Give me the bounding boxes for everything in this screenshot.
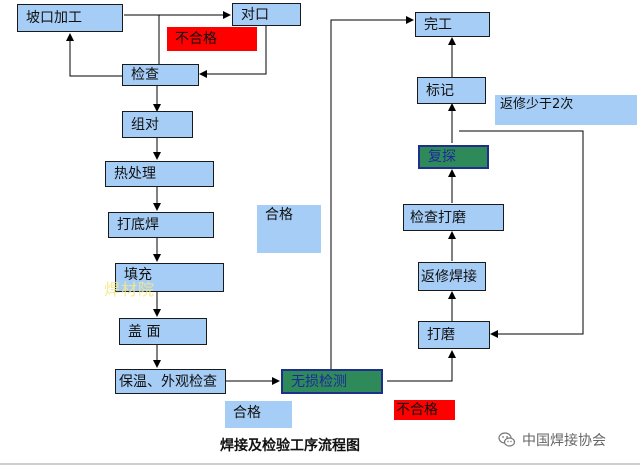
footer-text: 中国焊接协会 [522,433,606,449]
label-fail-bottom: 不合格 [394,400,455,420]
node-done: 完工 [415,12,490,37]
node-assemble: 组对 [122,111,193,138]
label-fail-top: 不合格 [167,27,257,51]
label-repair-limit: 返修少于2次 [495,95,637,125]
wechat-icon [498,432,516,447]
node-fill: 填充 [115,263,224,292]
node-ndt: 无损检测 [281,369,383,394]
node-check-grind: 检查打磨 [403,204,504,231]
node-insulate: 保温、外观检查 [115,369,226,394]
bottom-divider [0,463,640,465]
node-cap: 盖 面 [119,318,207,345]
diagram-title: 焊接及检验工序流程图 [220,438,360,454]
watermark-text: 焊材院 [104,280,156,299]
label-pass-mid: 合格 [257,205,321,253]
node-inspect: 检查 [122,64,199,86]
node-repair: 返修焊接 [418,262,486,291]
footer-brand: 中国焊接协会 [498,430,606,450]
node-groove: 坡口加工 [17,4,123,32]
node-recheck: 复探 [418,145,489,169]
node-heat: 热处理 [105,161,214,187]
edge-inspect-to-groove [66,33,122,77]
node-fitup: 对口 [232,3,301,26]
node-mark: 标记 [417,77,486,104]
label-pass-bottom: 合格 [225,401,292,428]
node-grind: 打磨 [418,321,490,349]
node-root: 打底焊 [108,212,214,238]
edge-ndt-to-grind [387,350,456,382]
edge-ndt-to-done [330,16,414,369]
